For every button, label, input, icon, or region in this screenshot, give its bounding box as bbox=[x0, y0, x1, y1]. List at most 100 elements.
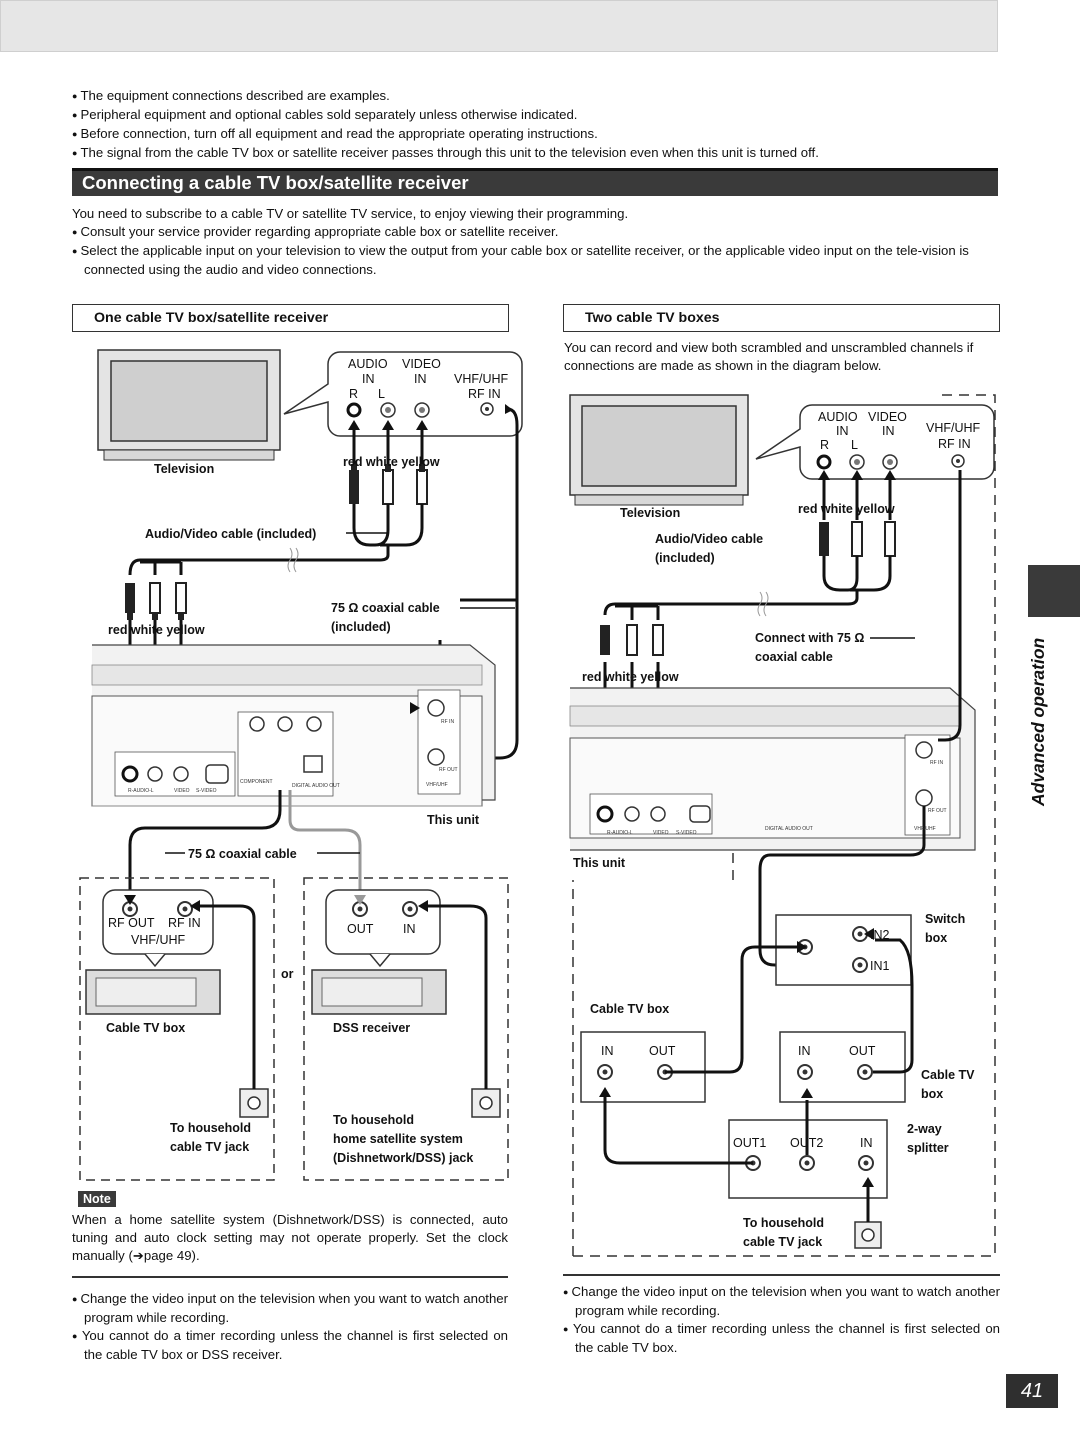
tv2-vhf-label: VHF/UHF bbox=[926, 421, 981, 435]
in2-label: IN2 bbox=[870, 928, 890, 942]
left-bullet: You cannot do a timer recording unless t… bbox=[72, 1327, 508, 1364]
tv-in-label: IN bbox=[362, 372, 375, 386]
right-diagram bbox=[569, 394, 996, 1257]
unit-svideo-label: S-VIDEO bbox=[196, 788, 217, 794]
unit-audio-label: R-AUDIO-L bbox=[128, 788, 154, 794]
unit2-rfout-label: RF OUT bbox=[928, 808, 947, 814]
unit-component-label: COMPONENT bbox=[240, 779, 273, 785]
right-bullets: Change the video input on the television… bbox=[563, 1283, 1000, 1357]
household3-label: To household bbox=[743, 1216, 825, 1230]
box2-in-label: IN bbox=[798, 1044, 811, 1058]
divider bbox=[563, 1274, 1000, 1276]
left-bullets: Change the video input on the television… bbox=[72, 1290, 508, 1364]
right-heading: Two cable TV boxes bbox=[563, 304, 1000, 332]
tv-l-label: L bbox=[378, 387, 385, 401]
side-label: Advanced operation bbox=[1028, 637, 1048, 806]
connect-label: Connect with 75 Ω bbox=[755, 631, 865, 645]
right-bullet: You cannot do a timer recording unless t… bbox=[563, 1320, 1000, 1357]
household-label: To household bbox=[170, 1121, 252, 1135]
tv2-audio-label: AUDIO bbox=[818, 410, 858, 424]
this-unit-label: This unit bbox=[427, 813, 480, 827]
switch-label-b: box bbox=[925, 931, 948, 945]
television-label: Television bbox=[154, 462, 215, 476]
cable-box2-label: Cable TV box bbox=[590, 1002, 670, 1016]
section-bullet: Select the applicable input on your tele… bbox=[72, 242, 998, 279]
split-in-label: IN bbox=[860, 1136, 873, 1150]
household2-label-c: (Dishnetwork/DSS) jack bbox=[333, 1151, 474, 1165]
intro-bullet: Before connection, turn off all equipmen… bbox=[72, 125, 998, 144]
unit2-rfin-label: RF IN bbox=[930, 760, 944, 766]
tv2-l-label: L bbox=[851, 438, 858, 452]
vhfuhf-label: VHF/UHF bbox=[131, 933, 186, 947]
television2-label: Television bbox=[620, 506, 681, 520]
unit-rfout-label: RF OUT bbox=[439, 767, 458, 773]
household2-label: To household bbox=[333, 1113, 415, 1127]
television-graphic bbox=[97, 349, 281, 461]
page-number: 41 bbox=[1006, 1374, 1058, 1408]
tv-vhf-label: VHF/UHF bbox=[454, 372, 509, 386]
unit-graphic bbox=[91, 644, 496, 807]
note-text: When a home satellite system (Dishnetwor… bbox=[72, 1212, 508, 1263]
section-bullet: Consult your service provider regarding … bbox=[72, 223, 998, 242]
this-unit2-label: This unit bbox=[573, 856, 626, 870]
tv2-video-label: VIDEO bbox=[868, 410, 907, 424]
switch-label: Switch bbox=[925, 912, 966, 926]
tv-jack-panel bbox=[283, 351, 523, 437]
cable-tv-label: Cable TV bbox=[921, 1068, 975, 1082]
coax-label: 75 Ω coaxial cable bbox=[331, 601, 440, 615]
tv2-in-label: IN bbox=[882, 424, 895, 438]
rf-in-label: RF IN bbox=[168, 916, 201, 930]
rwy2-top-label: red white yellow bbox=[798, 502, 895, 516]
box2-out-label: OUT bbox=[849, 1044, 876, 1058]
intro-bullet: Peripheral equipment and optional cables… bbox=[72, 106, 998, 125]
right-intro: You can record and view both scrambled a… bbox=[564, 340, 974, 373]
or-label: or bbox=[281, 967, 294, 981]
unit2-video-label: VIDEO bbox=[653, 830, 669, 836]
box1-in-label: IN bbox=[601, 1044, 614, 1058]
tv-video-label: VIDEO bbox=[402, 357, 441, 371]
unit2-dig-label: DIGITAL AUDIO OUT bbox=[765, 826, 813, 832]
tv-rfin-label: RF IN bbox=[468, 387, 501, 401]
household3-label-b: cable TV jack bbox=[743, 1235, 823, 1249]
note-badge: Note bbox=[78, 1191, 116, 1207]
tv2-in-label: IN bbox=[836, 424, 849, 438]
tv-r-label: R bbox=[349, 387, 359, 401]
section-intro-text: You need to subscribe to a cable TV or s… bbox=[72, 206, 629, 221]
section-intro: You need to subscribe to a cable TV or s… bbox=[72, 205, 998, 279]
out1-label: OUT1 bbox=[733, 1136, 767, 1150]
box1-out-label: OUT bbox=[649, 1044, 676, 1058]
section-title-bar: Connecting a cable TV box/satellite rece… bbox=[72, 168, 998, 196]
rf-out-label: RF OUT bbox=[108, 916, 155, 930]
dss-in-label: IN bbox=[403, 922, 416, 936]
splitter-label: 2-way bbox=[907, 1122, 942, 1136]
splitter-label-b: splitter bbox=[907, 1141, 949, 1155]
out2-label: OUT2 bbox=[790, 1136, 824, 1150]
household2-label-b: home satellite system bbox=[333, 1132, 463, 1146]
av-cable-label: Audio/Video cable (included) bbox=[145, 527, 317, 541]
unit2-svideo-label: S-VIDEO bbox=[676, 830, 697, 836]
av2-cable-label: Audio/Video cable bbox=[655, 532, 764, 546]
unit-video-label: VIDEO bbox=[174, 788, 190, 794]
tv2-rfin-label: RF IN bbox=[938, 437, 971, 451]
av2-cable-label-b: (included) bbox=[655, 551, 715, 565]
coax-label-b: (included) bbox=[331, 620, 391, 634]
intro-bullets: The equipment connections described are … bbox=[72, 87, 998, 163]
unit-dig-label: DIGITAL AUDIO OUT bbox=[292, 783, 340, 789]
intro-bullet: The equipment connections described are … bbox=[72, 87, 998, 106]
rwy-top-label: red white yellow bbox=[343, 455, 440, 469]
cable-box-label: Cable TV box bbox=[106, 1021, 186, 1035]
tv-audio-label: AUDIO bbox=[348, 357, 388, 371]
tv2-r-label: R bbox=[820, 438, 830, 452]
left-diagram bbox=[79, 349, 523, 1181]
divider bbox=[72, 1276, 508, 1278]
unit2-vhf-label: VHF/UHF bbox=[914, 826, 936, 832]
section-title: Connecting a cable TV box/satellite rece… bbox=[82, 172, 469, 193]
dss-out-label: OUT bbox=[347, 922, 374, 936]
dss-label: DSS receiver bbox=[333, 1021, 411, 1035]
cable-tv-label-b: box bbox=[921, 1087, 944, 1101]
tv-jacks bbox=[346, 402, 494, 418]
in1-label: IN1 bbox=[870, 959, 890, 973]
household-label-b: cable TV jack bbox=[170, 1140, 250, 1154]
tv-in-label: IN bbox=[414, 372, 427, 386]
unit2-audio-label: R-AUDIO-L bbox=[607, 830, 633, 836]
